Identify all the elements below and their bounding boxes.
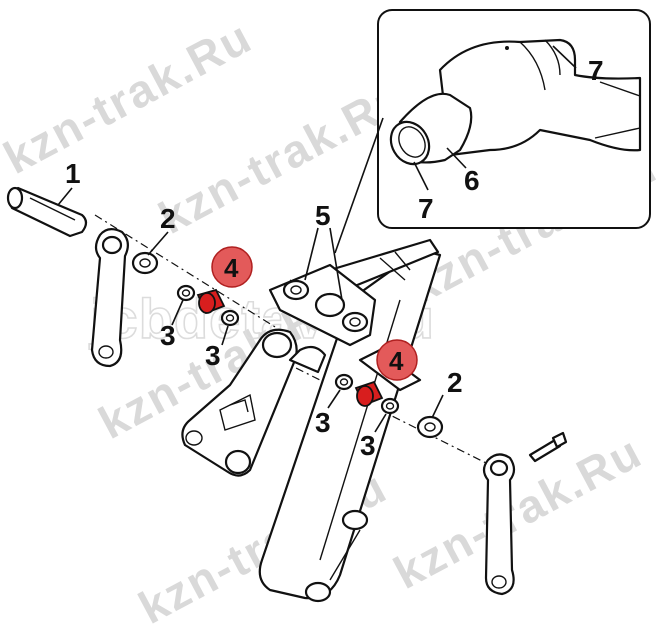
badge-4-upper	[211, 246, 253, 288]
watermark-mid: kzn-trak.Ru	[150, 70, 415, 244]
leader-lines	[57, 45, 577, 433]
callout-2-upper: 2	[160, 203, 176, 234]
bushing-lower	[354, 380, 384, 407]
lower-lever	[181, 328, 327, 477]
callout-7-top: 7	[588, 55, 604, 86]
callout-7-bottom: 7	[418, 193, 434, 224]
cylinder-mount	[268, 263, 377, 347]
callout-5: 5	[315, 200, 331, 231]
callout-3-c: 3	[315, 407, 331, 438]
callout-1: 1	[65, 158, 81, 189]
right-link	[482, 453, 516, 596]
badge-4-lower-label: 4	[389, 346, 404, 376]
callout-6: 6	[464, 165, 480, 196]
highlight-badges: 4 4	[211, 246, 418, 381]
right-hardware	[334, 373, 444, 439]
bolt	[528, 431, 568, 463]
boom-arm	[258, 248, 442, 603]
callout-3-d: 3	[360, 430, 376, 461]
watermark-top: kzn-trak.Ru	[0, 10, 260, 184]
callout-3-a: 3	[160, 320, 176, 351]
callout-labels: 1 2 2 3 3 3 3 5 6 7 7	[65, 55, 604, 461]
callout-2-lower: 2	[447, 367, 463, 398]
badge-4-lower	[376, 339, 418, 381]
left-link	[90, 228, 129, 368]
watermark-lower-right: kzn-trak.Ru	[385, 425, 650, 599]
bushing-upper	[196, 288, 226, 315]
inset-detail	[377, 9, 651, 229]
callout-3-b: 3	[205, 340, 221, 371]
left-hardware	[131, 251, 240, 327]
badge-4-upper-label: 4	[224, 253, 239, 283]
pin	[6, 186, 88, 238]
